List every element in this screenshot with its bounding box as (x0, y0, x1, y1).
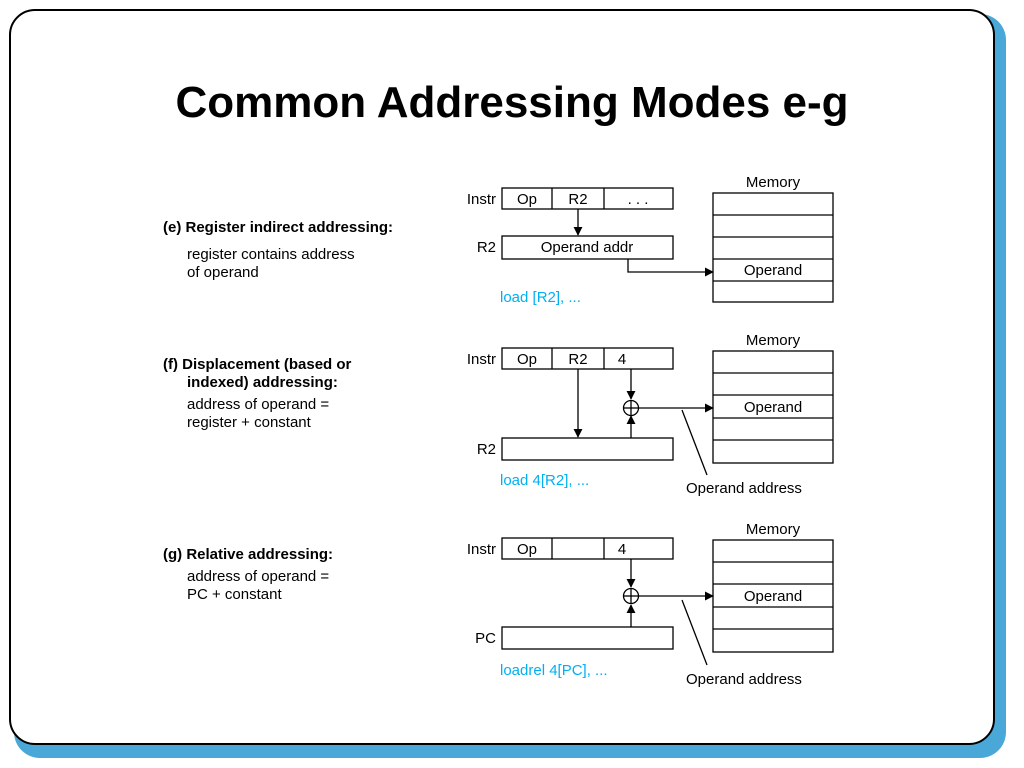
instr-field-op-g: Op (517, 541, 537, 558)
instr-label-g: Instr (467, 541, 496, 558)
section-f-description: (f) Displacement (based or indexed) addr… (163, 356, 351, 432)
memory-label-e: Memory (746, 174, 801, 191)
section-g-text-1: address of operand = (187, 568, 330, 585)
operand-address-pointer-g (681, 599, 708, 666)
instr-field-const-f: 4 (618, 351, 626, 368)
instr-field-rest-e: . . . (628, 191, 649, 208)
section-e-text-1: register contains address (187, 246, 355, 263)
instr-field-const-g: 4 (618, 541, 626, 558)
example-e: load [R2], ... (500, 289, 581, 306)
diagram-f (501, 347, 834, 476)
section-g-heading: (g) Relative addressing: (163, 546, 334, 563)
section-e-description: (e) Register indirect addressing: regist… (163, 219, 393, 282)
r2-register-e (501, 235, 674, 260)
instr-label-e: Instr (467, 191, 496, 208)
slide-frame (9, 9, 995, 745)
instr-field-op-f: Op (517, 351, 537, 368)
adder-f (622, 399, 640, 417)
memory-f (712, 350, 834, 464)
instr-field-op-e: Op (517, 191, 537, 208)
instr-field-r2-f: R2 (568, 351, 587, 368)
section-e-heading: (e) Register indirect addressing: (163, 219, 394, 236)
diagram-g (501, 537, 834, 666)
pc-register-g (501, 626, 674, 650)
memory-operand-e: Operand (744, 262, 802, 279)
instr-register-g (501, 537, 674, 560)
reg-label-f: R2 (477, 441, 496, 458)
reg-content-e: Operand addr (541, 239, 634, 256)
memory-operand-f: Operand (744, 399, 802, 416)
section-e-text-2: of operand (187, 264, 259, 281)
example-g: loadrel 4[PC], ... (500, 662, 608, 679)
memory-e (712, 192, 834, 303)
operand-address-label-f: Operand address (686, 480, 802, 497)
diagram-e (501, 187, 834, 303)
operand-address-pointer-f (681, 409, 708, 476)
section-f-heading-2: indexed) addressing: (187, 374, 338, 391)
section-g-text-2: PC + constant (187, 586, 282, 603)
section-f-heading-1: (f) Displacement (based or (163, 356, 352, 373)
section-f-text-1: address of operand = (187, 396, 330, 413)
r2-register-f (501, 437, 674, 461)
section-g-description: (g) Relative addressing: address of oper… (163, 546, 333, 604)
example-f: load 4[R2], ... (500, 472, 589, 489)
arrow-to-operand-e (627, 259, 714, 277)
reg-label-e: R2 (477, 239, 496, 256)
memory-g (712, 539, 834, 653)
memory-label-f: Memory (746, 332, 801, 349)
adder-g (622, 587, 640, 605)
reg-label-g: PC (475, 630, 496, 647)
operand-address-label-g: Operand address (686, 671, 802, 688)
memory-label-g: Memory (746, 521, 801, 538)
instr-register-f (501, 347, 674, 370)
slide-title: Common Addressing Modes e-g (175, 78, 849, 127)
instr-label-f: Instr (467, 351, 496, 368)
section-f-text-2: register + constant (187, 414, 311, 431)
instr-register-e (501, 187, 674, 210)
memory-operand-g: Operand (744, 588, 802, 605)
instr-field-r2-e: R2 (568, 191, 587, 208)
